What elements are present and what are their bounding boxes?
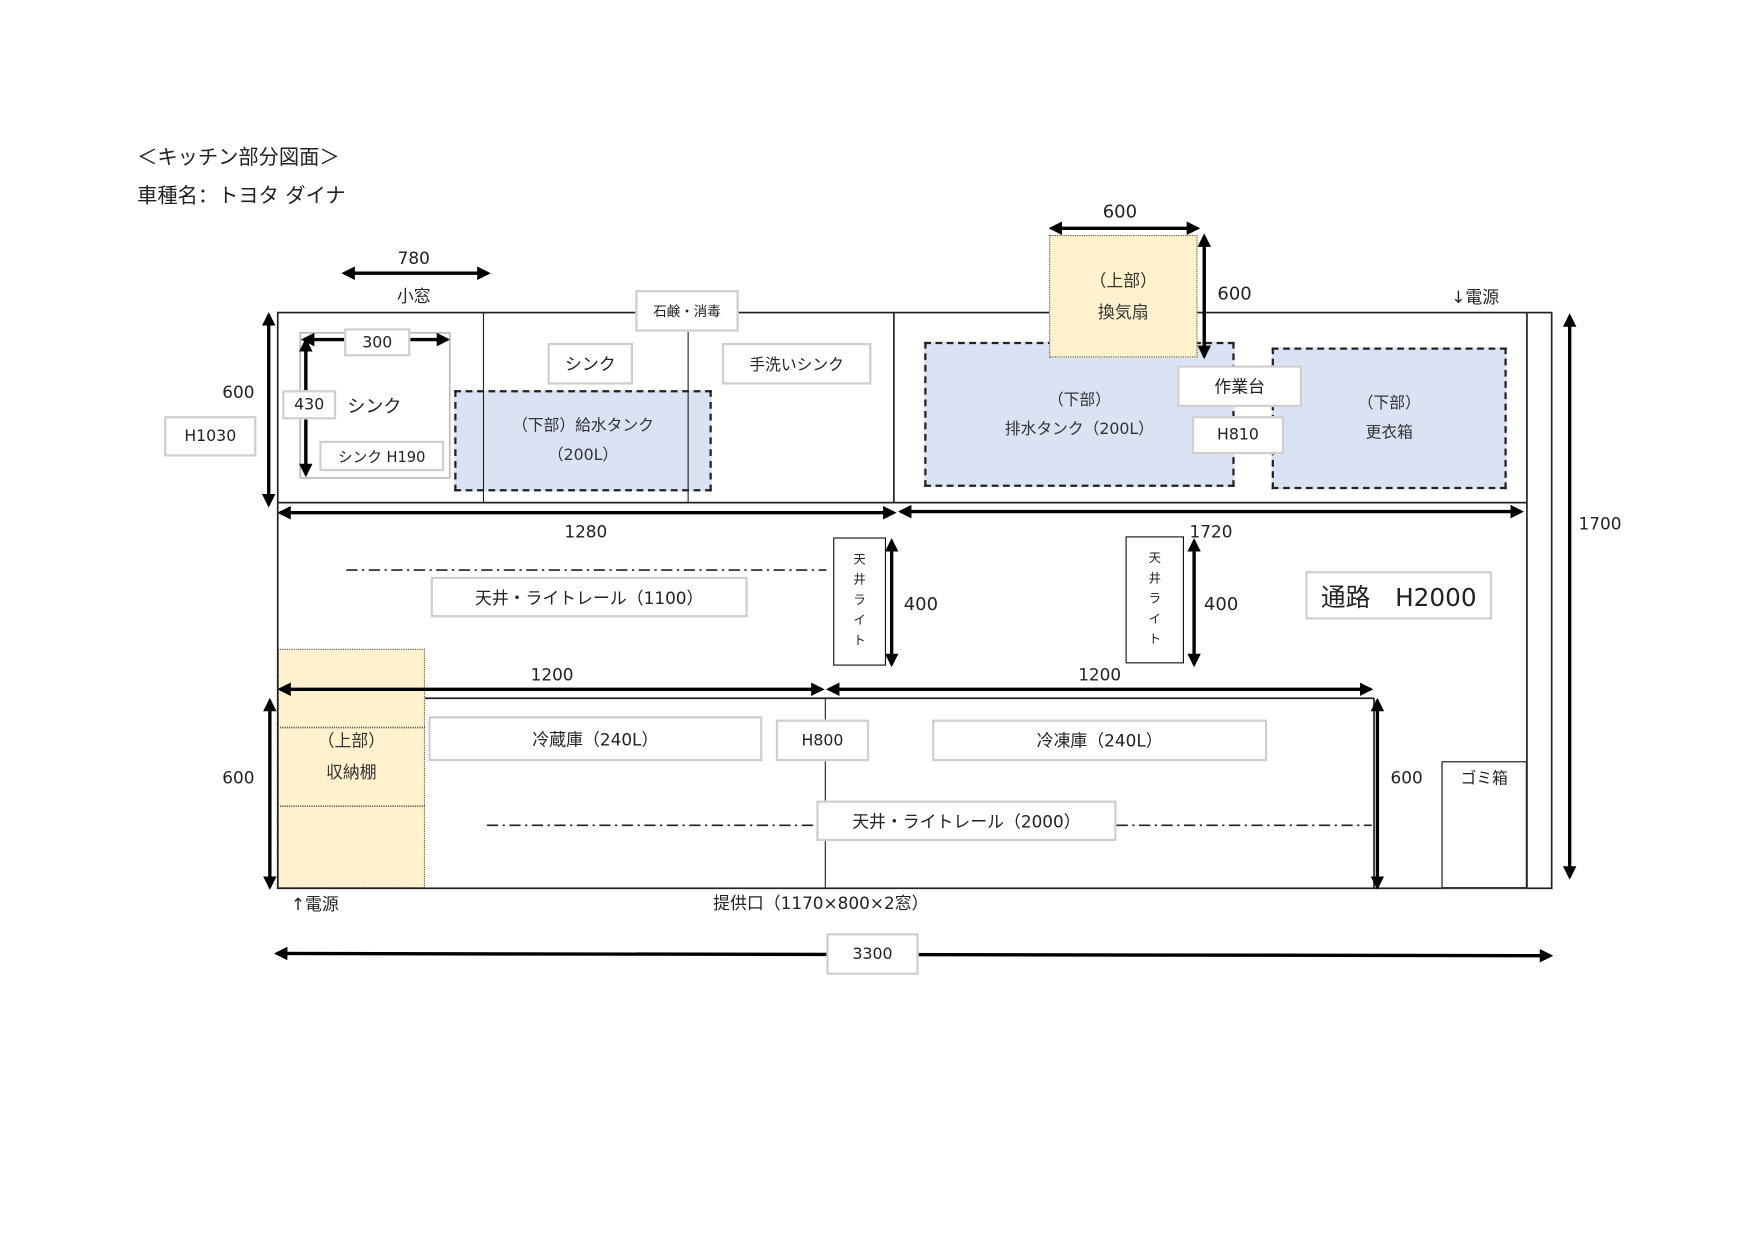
sink-depth-dimension: 430 (282, 390, 337, 420)
bottom-left-length-dimension: 1200 (530, 664, 574, 685)
light-char: 天 (1148, 550, 1161, 566)
small-window-label: 小窓 (396, 286, 431, 307)
freezer-label: 冷凍庫（240L） (932, 719, 1268, 762)
sink-height-label: シンク H190 (319, 440, 445, 472)
fridge-height-label: H800 (775, 719, 870, 762)
soap-disinfect-label: 石鹸・消毒 (635, 290, 739, 332)
fan-label: 換気扇 (1097, 301, 1149, 323)
vehicle-name: 車種名：トヨタ ダイナ (137, 184, 346, 209)
light-height-dimension-1: 400 (903, 593, 939, 615)
ceiling-rail-2000-label: 天井・ライトレール（2000） (816, 800, 1117, 842)
water-tank-label: （下部）給水タンク (512, 417, 654, 436)
drawing-title: ＜キッチン部分図面＞ (137, 146, 340, 170)
fan-position: （上部） (1089, 270, 1158, 291)
right-length-dimension: 1720 (1189, 521, 1233, 542)
total-length-dimension: 3300 (826, 933, 919, 975)
light-char: イ (853, 612, 866, 628)
bottom-depth-left-dimension: 600 (222, 767, 255, 789)
hand-wash-sink-label: 手洗いシンク (721, 342, 872, 385)
light-char: ト (853, 633, 866, 648)
ventilation-fan: （上部） 換気扇 (1049, 234, 1198, 358)
workbench-height-label: H810 (1191, 416, 1285, 455)
locker-position: （下部） (1357, 394, 1421, 413)
window-width-dimension: 780 (397, 248, 430, 269)
light-char: 天 (853, 552, 866, 567)
water-tank: （下部）給水タンク （200L） (454, 390, 712, 492)
power-outlet-top: ↓電源 (1451, 287, 1500, 308)
trash-bin: ゴミ箱 (1441, 761, 1527, 889)
ceiling-rail-1100-label: 天井・ライトレール（1100） (430, 576, 748, 618)
bottom-depth-right-dimension: 600 (1390, 767, 1423, 789)
locker: （下部） 更衣箱 (1271, 347, 1507, 490)
power-outlet-bottom: ↑電源 (290, 894, 339, 915)
light-char: 井 (1148, 571, 1161, 586)
aisle-height-label: 通路 H2000 (1305, 571, 1493, 620)
light-char: イ (1148, 611, 1161, 627)
left-length-dimension: 1280 (564, 521, 608, 542)
storage-label: （上部） 収納棚 (278, 725, 425, 788)
workbench-label: 作業台 (1177, 365, 1303, 408)
light-char: ラ (1148, 591, 1161, 607)
serving-window-label: 提供口（1170×800×2窓） (713, 893, 929, 914)
storage-name: 収納棚 (326, 762, 377, 783)
light-char: ト (1148, 631, 1161, 647)
bottom-right-length-dimension: 1200 (1078, 664, 1122, 685)
total-depth-dimension: 1700 (1578, 513, 1622, 535)
ceiling-light-2: 天井ライト (1125, 536, 1184, 664)
fan-depth-dimension: 600 (1217, 282, 1252, 305)
storage-position: （上部） (317, 730, 386, 752)
trash-label: ゴミ箱 (1460, 770, 1508, 789)
drain-tank-label: 排水タンク（200L） (1004, 419, 1154, 438)
light-char: 井 (853, 572, 866, 587)
drain-tank-position: （下部） (1047, 390, 1111, 409)
water-tank-capacity: （200L） (547, 446, 619, 465)
locker-label: 更衣箱 (1365, 423, 1413, 442)
light-height-dimension-2: 400 (1203, 593, 1239, 615)
fan-width-dimension: 600 (1102, 200, 1138, 223)
light-char: ラ (853, 592, 866, 608)
counter-height-label: H1030 (164, 416, 257, 457)
ceiling-light-1: 天井ライト (833, 537, 887, 666)
sink-label: シンク (547, 342, 634, 385)
small-sink-label: シンク (347, 395, 402, 418)
sink-width-dimension: 300 (344, 328, 411, 357)
refrigerator-label: 冷蔵庫（240L） (428, 716, 763, 762)
top-depth-dimension: 600 (222, 382, 255, 403)
